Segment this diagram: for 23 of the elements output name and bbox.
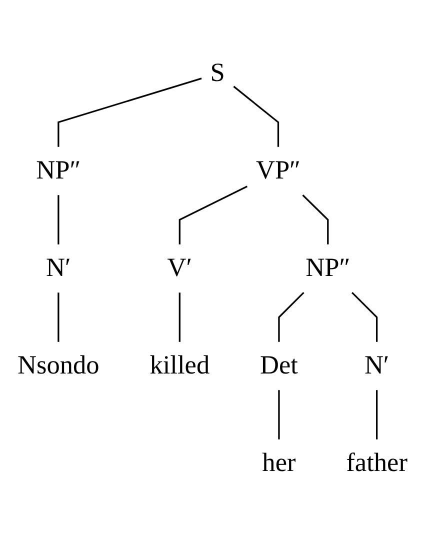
connector [58,78,202,147]
connector [233,86,280,147]
connector [352,292,378,342]
tree-label: NP″ [306,254,350,283]
connector [302,194,329,244]
connector [278,292,304,342]
connector [278,390,280,440]
tree-label: N′ [46,254,71,283]
connector [58,292,60,342]
tree-label: S [210,59,225,88]
tree-label: V′ [167,254,192,283]
tree-label: Nsondo [18,352,100,380]
tree-label: her [262,449,296,478]
tree-label: killed [150,352,210,380]
tree-label: NP″ [36,156,81,186]
connector [58,195,60,244]
tree-label: father [346,449,408,478]
connector [178,186,248,244]
tree-label: Det [260,352,298,380]
connector [178,292,180,342]
tree-label: N′ [364,352,390,380]
tree-label: VP″ [256,156,301,186]
connector [376,390,378,440]
